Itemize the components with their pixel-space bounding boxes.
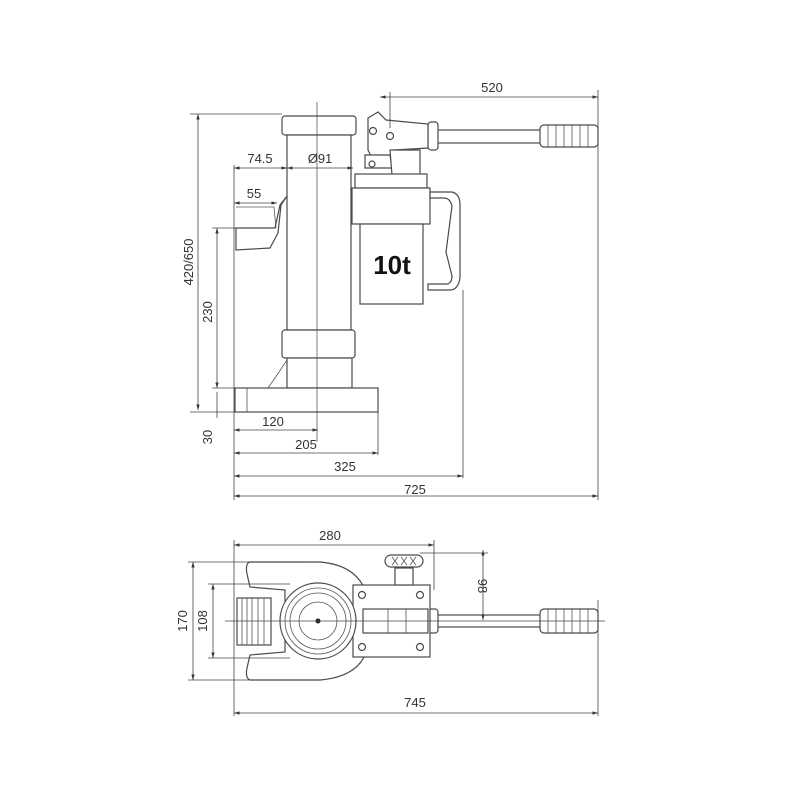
dim-745: 745 — [404, 695, 426, 710]
claw-teeth — [236, 597, 272, 646]
capacity-label: 10t — [373, 250, 411, 280]
top-dimensions: 280 170 108 98 745 — [175, 528, 599, 716]
dim-325: 325 — [334, 459, 356, 474]
dim-420-650: 420/650 — [181, 239, 196, 286]
dim-55: 55 — [247, 186, 261, 201]
dim-170: 170 — [175, 610, 190, 632]
side-dimensions: 520 420/650 230 30 74.5 Ø91 55 120 205 — [181, 80, 599, 500]
dim-30: 30 — [200, 430, 215, 444]
dim-205: 205 — [295, 437, 317, 452]
side-view: 10t 520 420/650 230 — [181, 80, 599, 500]
top-view: 280 170 108 98 745 — [175, 528, 605, 716]
pump-body: 10t — [351, 173, 461, 305]
dim-230: 230 — [200, 301, 215, 323]
dim-520: 520 — [481, 80, 503, 95]
dim-108: 108 — [195, 610, 210, 632]
release-valve — [394, 567, 414, 586]
dim-280: 280 — [319, 528, 341, 543]
pump-handle — [364, 111, 599, 176]
dim-74-5: 74.5 — [247, 151, 272, 166]
dim-diameter-91: Ø91 — [308, 151, 333, 166]
dim-98: 98 — [475, 579, 490, 593]
dim-120: 120 — [262, 414, 284, 429]
dim-725: 725 — [404, 482, 426, 497]
